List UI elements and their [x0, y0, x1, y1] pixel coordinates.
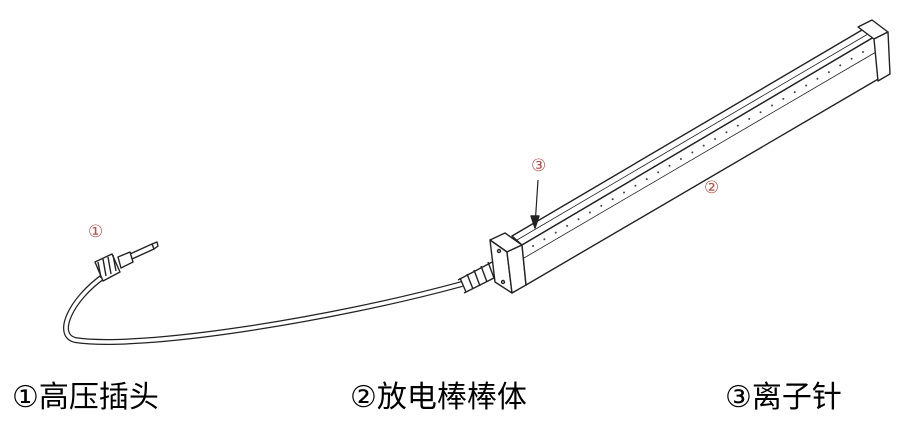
ion-needle [554, 231, 557, 234]
ion-needle [805, 84, 808, 87]
ion-needle [725, 131, 728, 134]
ion-needle [850, 57, 853, 60]
ion-needle [679, 158, 682, 161]
ion-needle [532, 245, 534, 247]
ion-needle [566, 224, 569, 227]
caption-bar: ②放电棒棒体 [350, 380, 527, 415]
ion-needle [759, 111, 762, 114]
callout-plug: ① [88, 222, 104, 242]
ion-needle [816, 77, 819, 80]
ion-needle [827, 71, 830, 74]
caption-needle: ③离子针 [725, 380, 842, 415]
ion-needle [611, 198, 614, 201]
ion-needle [748, 117, 751, 120]
ion-needle [623, 191, 626, 194]
far-end-cap [857, 19, 891, 82]
ion-needle [702, 144, 705, 147]
ion-needle [600, 204, 603, 207]
ion-needle [770, 104, 773, 107]
ion-needles [532, 51, 864, 247]
ion-needle [691, 151, 694, 154]
ion-needle [577, 218, 580, 221]
bar-body [511, 29, 881, 286]
ion-needle [839, 64, 842, 67]
caption-plug: ①高压插头 [12, 380, 159, 415]
ion-needle [736, 124, 739, 127]
ion-needle [543, 238, 546, 241]
ion-needle [714, 137, 717, 140]
ion-needle [634, 184, 637, 187]
callout-bar: ② [704, 178, 720, 198]
ion-needle [645, 178, 648, 181]
cable [63, 273, 463, 345]
ion-needle [782, 97, 785, 100]
ion-needle [862, 51, 864, 53]
ion-needle [668, 164, 671, 167]
end-cap [489, 232, 527, 294]
ion-needle [657, 171, 660, 174]
callout-needle: ③ [531, 156, 547, 176]
high-voltage-plug [94, 241, 159, 282]
ion-needle [793, 91, 796, 94]
ion-needle [588, 211, 591, 214]
